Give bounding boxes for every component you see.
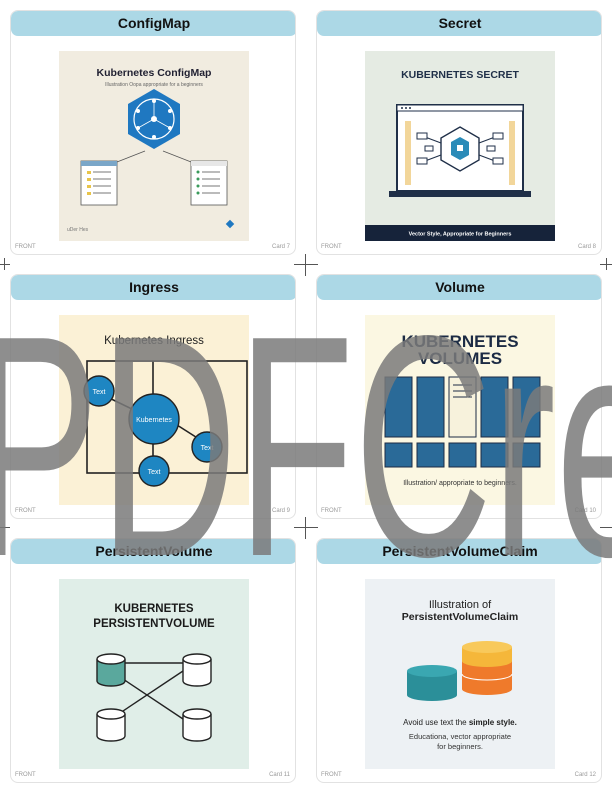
card-configmap: ConfigMap Kubernetes ConfigMap Illustrat… <box>10 10 296 255</box>
crop-mark <box>0 527 10 528</box>
front-label: FRONT <box>15 508 36 514</box>
art-corner-text: uDer Hes <box>67 227 89 233</box>
crop-mark <box>4 258 5 270</box>
node-label: Text <box>201 445 214 452</box>
node-text-3 <box>138 455 170 487</box>
secret-lock-icon <box>416 126 504 172</box>
card-title: PersistentVolume <box>11 539 295 564</box>
card-volume: Volume KUBERNETES VOLUMES Illustration/ … <box>316 274 602 519</box>
card-secret: Secret KUBERNETES SECRET <box>316 10 602 255</box>
card-number: Card 8 <box>577 244 596 250</box>
art-banner: Vector Style, Appropriate for Beginners <box>409 232 512 238</box>
art-caption: Illustration/ appropriate to beginners. <box>403 480 517 487</box>
ingress-illustration: Kubernetes Ingress Text Kubernetes Text … <box>59 315 249 505</box>
crop-mark <box>0 264 10 265</box>
card-ingress: Ingress Kubernetes Ingress Text Kubernet… <box>10 274 296 519</box>
node-label: Text <box>148 469 161 476</box>
node-text-1 <box>83 375 115 407</box>
card-title: Secret <box>317 11 601 36</box>
crop-mark <box>305 517 306 539</box>
card-title: Volume <box>317 275 601 300</box>
card-number: Card 7 <box>271 244 290 250</box>
front-label: FRONT <box>321 244 342 250</box>
persistentvolume-illustration: KUBERNETES PERSISTENTVOLUME <box>59 579 249 769</box>
config-file-icon <box>190 160 228 206</box>
art-heading: KUBERNETES <box>401 332 518 351</box>
art-heading: PERSISTENTVOLUME <box>93 618 215 630</box>
config-file-icon <box>80 160 118 206</box>
card-number: Card 9 <box>271 508 290 514</box>
card-title: PersistentVolumeClaim <box>317 539 601 564</box>
crop-mark <box>606 258 607 270</box>
front-label: FRONT <box>15 244 36 250</box>
card-number: Card 11 <box>269 772 290 778</box>
node-label: Text <box>93 389 106 396</box>
volume-illustration: KUBERNETES VOLUMES Illustration/ appropr… <box>365 315 555 505</box>
crop-mark <box>305 254 306 276</box>
art-heading: Kubernetes ConfigMap <box>97 67 212 79</box>
storage-cylinders-icon <box>96 653 212 742</box>
card-persistentvolumeclaim: PersistentVolumeClaim Illustration of Pe… <box>316 538 602 783</box>
node-kubernetes <box>128 393 180 445</box>
art-heading: VOLUMES <box>418 349 502 368</box>
logo-icon <box>225 219 235 229</box>
front-label: FRONT <box>15 772 36 778</box>
card-title: ConfigMap <box>11 11 295 36</box>
card-persistentvolume: PersistentVolume KUBERNETES PERSISTENTVO… <box>10 538 296 783</box>
art-heading: KUBERNETES SECRET <box>401 69 519 81</box>
art-heading: PersistentVolumeClaim <box>402 611 519 623</box>
card-number: Card 12 <box>574 772 596 778</box>
crop-mark <box>600 527 612 528</box>
node-label: Kubernetes <box>136 417 172 424</box>
art-line: for beginners. <box>437 742 483 751</box>
persistentvolumeclaim-illustration: Illustration of PersistentVolumeClaim Av… <box>365 579 555 769</box>
art-subtitle: Illustration Oopa appropriate for a begi… <box>105 82 203 88</box>
art-line: Avoid use text the simple style. <box>403 718 517 727</box>
storage-lockers-icon <box>384 376 541 468</box>
art-heading: Kubernetes Ingress <box>104 335 204 347</box>
secret-illustration: KUBERNETES SECRET <box>365 51 555 241</box>
front-label: FRONT <box>321 508 342 514</box>
database-stack-icon <box>407 641 513 701</box>
card-title: Ingress <box>11 275 295 300</box>
art-line: Educationa, vector appropriate <box>409 732 511 741</box>
card-number: Card 10 <box>574 508 596 514</box>
art-heading: Illustration of <box>429 599 492 611</box>
crop-mark <box>294 264 318 265</box>
crop-mark <box>294 527 318 528</box>
node-text-2 <box>191 431 223 463</box>
art-heading: KUBERNETES <box>114 603 194 615</box>
configmap-illustration: Kubernetes ConfigMap Illustration Oopa a… <box>59 51 249 241</box>
front-label: FRONT <box>321 772 342 778</box>
